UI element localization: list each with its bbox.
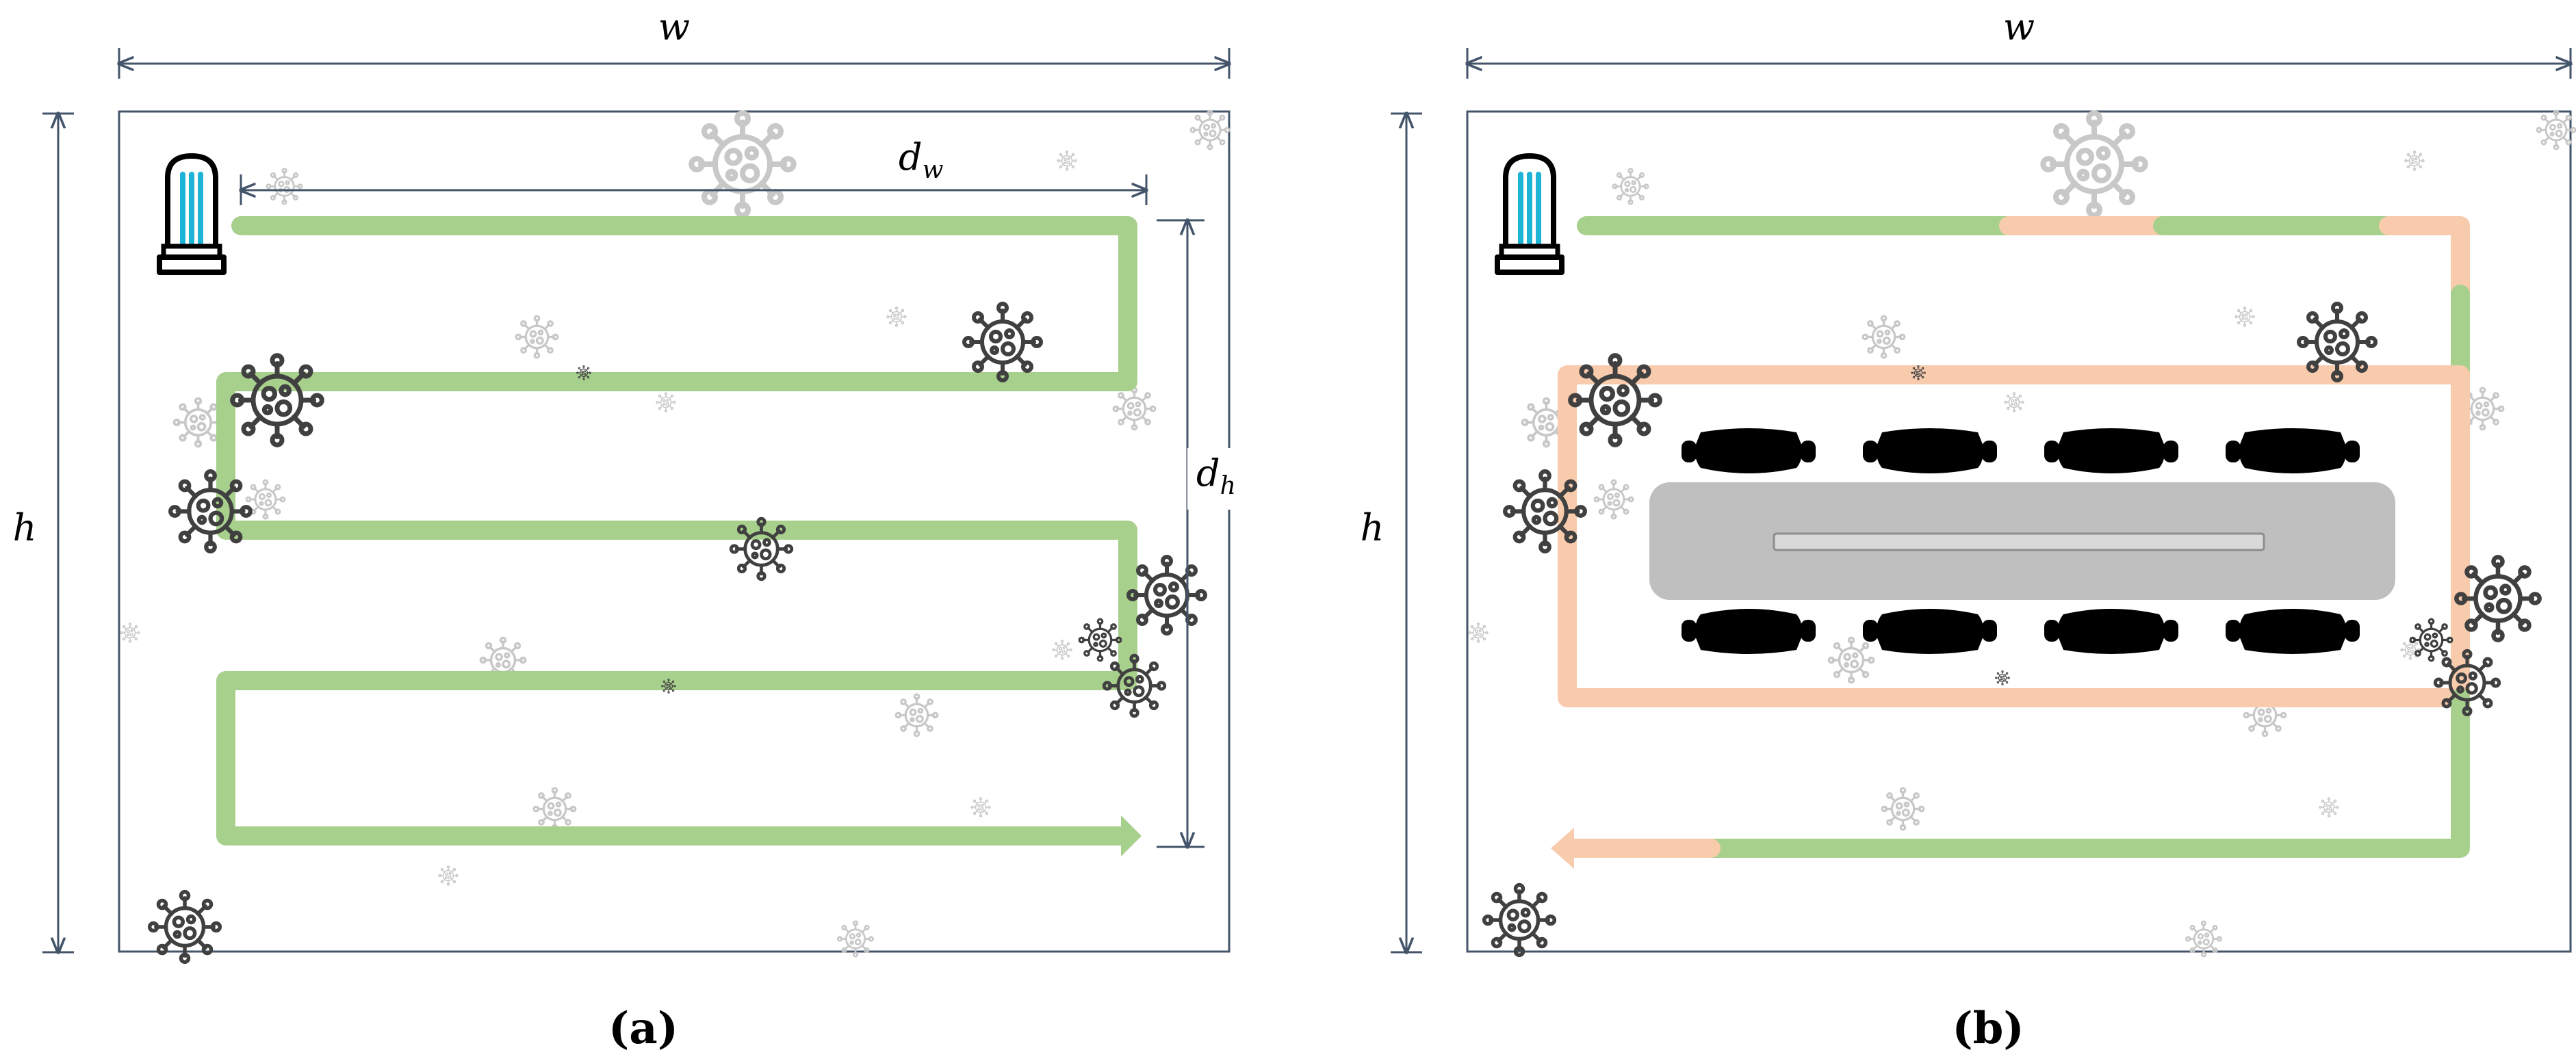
width-label-b: w — [2003, 5, 2035, 49]
arrow-head-icon — [1551, 828, 1574, 869]
height-label-b: h — [1361, 506, 1384, 549]
dw-label: dw — [899, 135, 944, 184]
height-label: h — [13, 506, 37, 549]
uv-lamp-icon — [159, 156, 224, 272]
panel-a: w h — [13, 5, 1239, 1054]
arrow-head-icon — [1121, 815, 1142, 856]
uv-lamp-icon — [1497, 156, 1562, 272]
width-label: w — [658, 5, 690, 49]
panel-b: w h — [1361, 5, 2576, 1054]
coverage-path-b — [1558, 216, 2470, 858]
caption-a: (a) — [608, 1003, 678, 1054]
dh-label: dh — [1196, 451, 1236, 500]
coverage-path — [216, 216, 1137, 846]
caption-b: (b) — [1952, 1003, 2024, 1054]
table-center-strip — [1773, 532, 2265, 551]
